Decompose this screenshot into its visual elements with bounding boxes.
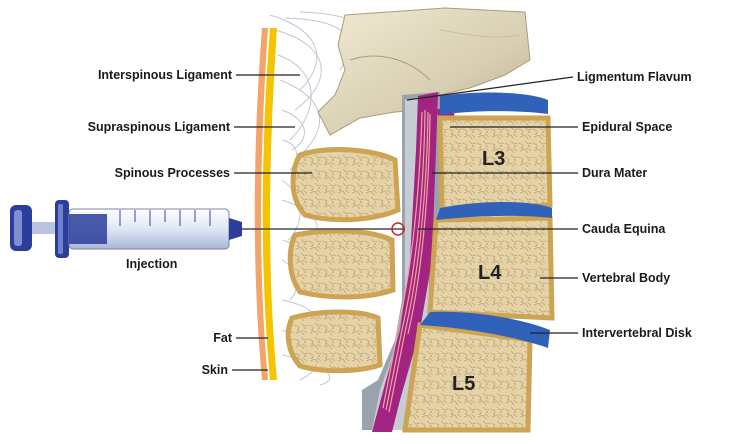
- label-supraspinous-ligament: Supraspinous Ligament: [60, 120, 230, 134]
- label-l3: L3: [482, 148, 505, 171]
- spinous-process: [290, 231, 393, 297]
- label-interspinous-ligament: Interspinous Ligament: [70, 68, 232, 82]
- label-fat: Fat: [190, 331, 232, 345]
- label-injection: Injection: [126, 257, 177, 271]
- label-skin: Skin: [180, 363, 228, 377]
- skin-layer: [263, 28, 277, 380]
- label-intervertebral-disk: Intervertebral Disk: [582, 326, 692, 340]
- label-vertebral-body: Vertebral Body: [582, 271, 670, 285]
- label-spinous-processes: Spinous Processes: [80, 166, 230, 180]
- label-dura-mater: Dura Mater: [582, 166, 647, 180]
- label-ligamentum-flavum: Ligmentum Flavum: [577, 70, 692, 84]
- label-l4: L4: [478, 262, 501, 285]
- label-l5: L5: [452, 373, 475, 396]
- label-cauda-equina: Cauda Equina: [582, 222, 665, 236]
- spinous-process: [293, 150, 398, 220]
- spinous-process: [288, 312, 380, 371]
- intervertebral-disk: [440, 93, 548, 115]
- label-epidural-space: Epidural Space: [582, 120, 672, 134]
